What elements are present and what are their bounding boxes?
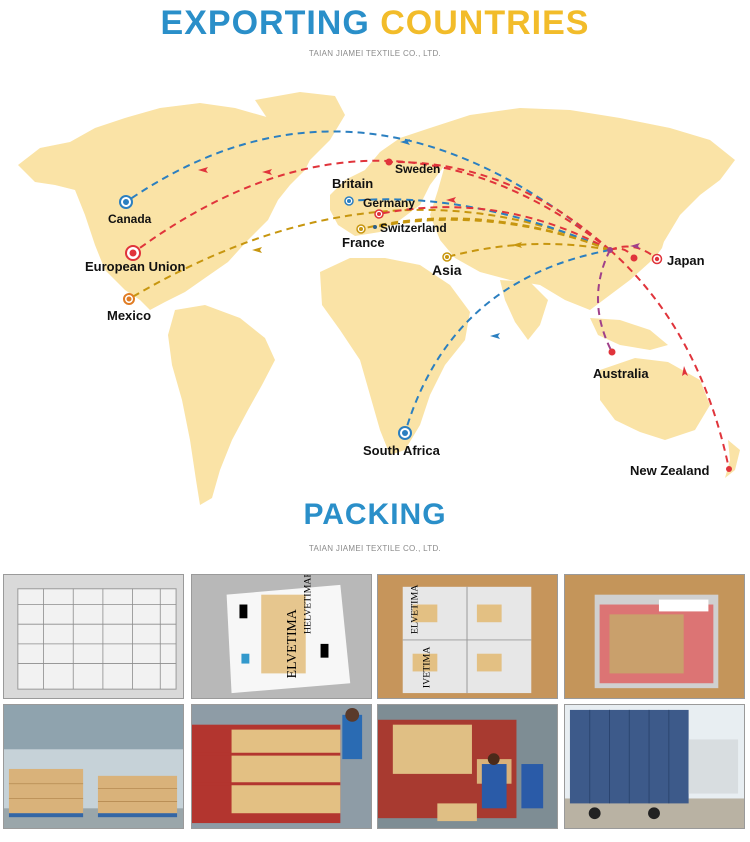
photo-boxed-products: ELVETIMA IVETIMA — [377, 574, 558, 699]
world-map: Canada European Union Mexico Britain Swe… — [18, 92, 740, 505]
japan-shape — [645, 215, 668, 262]
route-switzerland — [374, 218, 611, 251]
label-south-africa: South Africa — [363, 443, 441, 458]
photo-open-carton — [564, 574, 745, 699]
plane-icon — [252, 247, 262, 253]
exporting-countries-title: EXPORTING COUNTRIES — [0, 4, 750, 43]
north-america-shape — [18, 103, 315, 310]
plane-icon — [446, 197, 456, 203]
box-brand-text-2: ELVETIMA — [284, 609, 299, 678]
label-australia: Australia — [593, 366, 649, 381]
land-masses — [18, 92, 740, 505]
origin-marker — [607, 247, 613, 253]
title-part-exporting: EXPORTING — [160, 4, 370, 42]
label-germany: Germany — [363, 196, 415, 210]
label-france: France — [342, 235, 385, 250]
europe-shape — [330, 128, 450, 236]
label-sweden: Sweden — [395, 162, 440, 176]
plane-icon — [262, 169, 272, 175]
route-canada — [125, 130, 611, 251]
japan-dot-2 — [630, 254, 638, 262]
asia-shape — [430, 108, 735, 310]
plane-icon — [630, 243, 640, 249]
photo-truck-loading — [191, 704, 372, 829]
photo-packaged-product: HELVETIMART ELVETIMA — [191, 574, 372, 699]
label-european-union: European Union — [85, 259, 185, 274]
route-south-africa — [404, 249, 611, 434]
plane-icon — [400, 139, 410, 145]
greenland-shape — [255, 92, 345, 160]
box-brand-text: HELVETIMART — [303, 575, 314, 634]
photo-towel — [3, 574, 184, 699]
routes — [125, 130, 730, 470]
packing-title: PACKING — [303, 498, 447, 531]
plane-icon — [512, 242, 522, 248]
route-germany — [378, 206, 611, 251]
photo-workers-loading — [377, 704, 558, 829]
australia-shape — [600, 358, 710, 440]
route-asia — [446, 242, 611, 258]
plane-icon — [198, 167, 208, 173]
label-britain: Britain — [332, 176, 373, 191]
photo-warehouse-stacks — [3, 704, 184, 829]
box-brand-text-3: ELVETIMA — [410, 584, 421, 634]
box-brand-text-4: IVETIMA — [421, 646, 432, 688]
label-new-zealand: New Zealand — [630, 463, 710, 478]
india-shape — [500, 280, 548, 340]
south-america-shape — [168, 305, 275, 505]
route-britain — [348, 198, 611, 251]
title-part-countries: COUNTRIES — [380, 4, 590, 42]
country-labels: Canada European Union Mexico Britain Swe… — [85, 162, 710, 478]
label-mexico: Mexico — [107, 308, 151, 323]
route-australia — [597, 249, 613, 353]
destination-dots — [119, 158, 732, 472]
sea-islands-shape — [590, 318, 668, 350]
route-france — [360, 217, 611, 251]
label-switzerland: Switzerland — [380, 221, 447, 235]
label-japan: Japan — [667, 253, 705, 268]
packing-company-subtitle: TAIAN JIAMEI TEXTILE CO., LTD. — [308, 544, 442, 553]
route-sweden — [388, 160, 611, 251]
label-canada: Canada — [108, 212, 152, 226]
sweden-dot — [385, 158, 393, 166]
company-subtitle: TAIAN JIAMEI TEXTILE CO., LTD. — [308, 49, 442, 58]
label-asia: Asia — [432, 262, 462, 278]
switzerland-dot — [373, 225, 377, 229]
plane-icon — [490, 333, 500, 339]
plane-icon — [682, 366, 688, 376]
new-zealand-dot — [726, 466, 732, 472]
plane-markers — [198, 139, 688, 376]
africa-shape — [320, 258, 470, 455]
photo-shipping-container — [564, 704, 745, 829]
route-european-union — [132, 159, 611, 254]
australia-dot — [608, 348, 616, 356]
route-new-zealand — [609, 249, 730, 470]
